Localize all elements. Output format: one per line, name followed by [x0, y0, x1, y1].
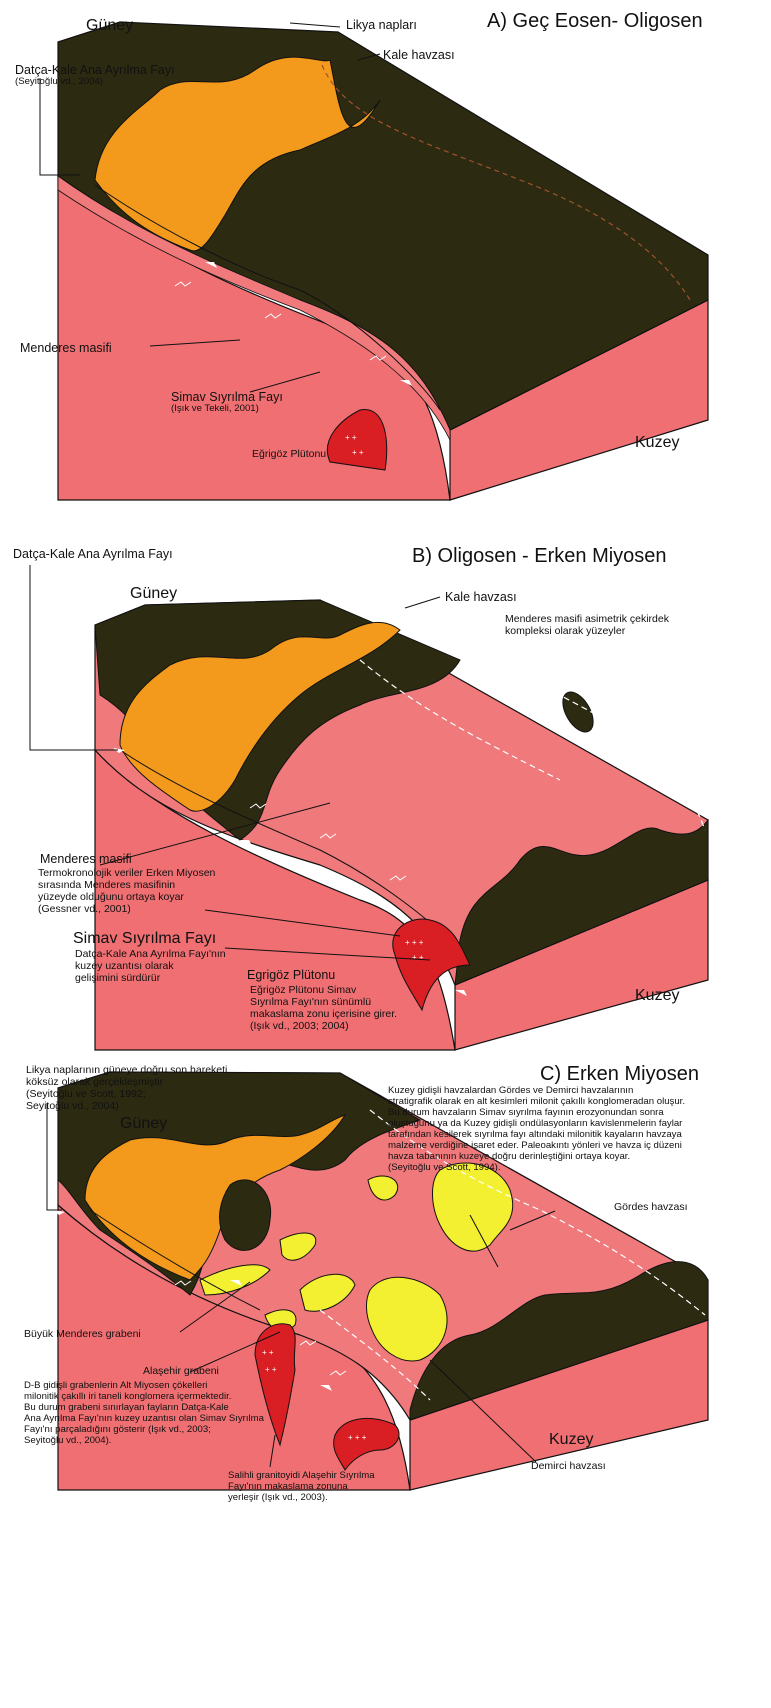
label-kuzey-text-c: Kuzey gidişli havzalardan Gördes ve Demi…	[388, 1085, 685, 1173]
pluton-cross-icon: + +	[352, 448, 364, 457]
label-guney-b: Güney	[130, 585, 177, 603]
panel-a: + + + + A) Geç Eosen- Oligosen Güney Lik…	[0, 0, 771, 510]
label-menderes-text-b: Termokronolojik veriler Erken Miyosen sı…	[38, 867, 215, 915]
label-kuzey-c: Kuzey	[549, 1431, 593, 1449]
label-egrigoz-b: Egrigöz Plütonu	[247, 968, 335, 982]
label-simav-b: Simav Sıyrılma Fayı	[73, 930, 216, 948]
pluton-cross-icon: + +	[345, 433, 357, 442]
label-alasehir-text-c: D-B gidişli grabenlerin Alt Miyosen çöke…	[24, 1380, 264, 1446]
nappe-block-c	[220, 1180, 271, 1251]
label-datca-fault-b: Datça-Kale Ana Ayrılma Fayı	[13, 547, 173, 561]
label-salihli-c: Salihli granitoyidi Alaşehir Sıyrılma Fa…	[228, 1470, 375, 1503]
label-simav-text-b: Datça-Kale Ana Ayrılma Fayı'nın kuzey uz…	[75, 948, 226, 984]
label-menderes-a: Menderes masifi	[20, 341, 112, 355]
panel-c-title: C) Erken Miyosen	[540, 1063, 699, 1086]
panel-b-title: B) Oligosen - Erken Miyosen	[412, 545, 667, 568]
label-buyuk-c: Büyük Menderes grabeni	[24, 1328, 141, 1340]
label-guney-c: Güney	[120, 1115, 167, 1133]
label-demirci-c: Demirci havzası	[531, 1460, 606, 1472]
label-gordes-c: Gördes havzası	[614, 1201, 688, 1213]
panel-a-title: A) Geç Eosen- Oligosen	[487, 10, 703, 33]
label-menderes-core-b: Menderes masifi asimetrik çekirdek kompl…	[505, 613, 669, 637]
label-likya-a: Likya napları	[346, 18, 417, 32]
panel-b: + + + + + Datça-Kale Ana Ayrılma Fayı B)…	[0, 520, 771, 1060]
label-likya-c: Likya naplarının güneye doğru son hareke…	[26, 1064, 227, 1112]
label-kale-a: Kale havzası	[383, 48, 455, 62]
pluton-cross-icon: + + +	[348, 1433, 367, 1442]
label-simav-ref-a: (Işık ve Tekeli, 2001)	[171, 403, 259, 414]
label-alasehir-c: Alaşehir grabeni	[143, 1365, 219, 1377]
klippe-b	[557, 687, 600, 737]
label-guney-a: Güney	[86, 17, 133, 35]
panel-c: + + + + + + + Likya naplarının güneye do…	[0, 1070, 771, 1708]
label-kuzey-a: Kuzey	[635, 434, 679, 452]
pluton-cross-icon: + +	[265, 1365, 277, 1374]
label-datca-ref-a: (Seyitoğlu vd., 2004)	[15, 76, 103, 87]
label-egrigoz-text-b: Eğrigöz Plütonu Simav Sıyrılma Fayı'nın …	[250, 984, 397, 1032]
pluton-cross-icon: + + +	[405, 938, 424, 947]
pluton-cross-icon: + +	[412, 953, 424, 962]
label-kuzey-b: Kuzey	[635, 987, 679, 1005]
pluton-cross-icon: + +	[262, 1348, 274, 1357]
label-kale-b: Kale havzası	[445, 590, 517, 604]
label-egrigoz-a: Eğrigöz Plütonu	[252, 448, 326, 460]
label-menderes-b: Menderes masifi	[40, 852, 132, 866]
